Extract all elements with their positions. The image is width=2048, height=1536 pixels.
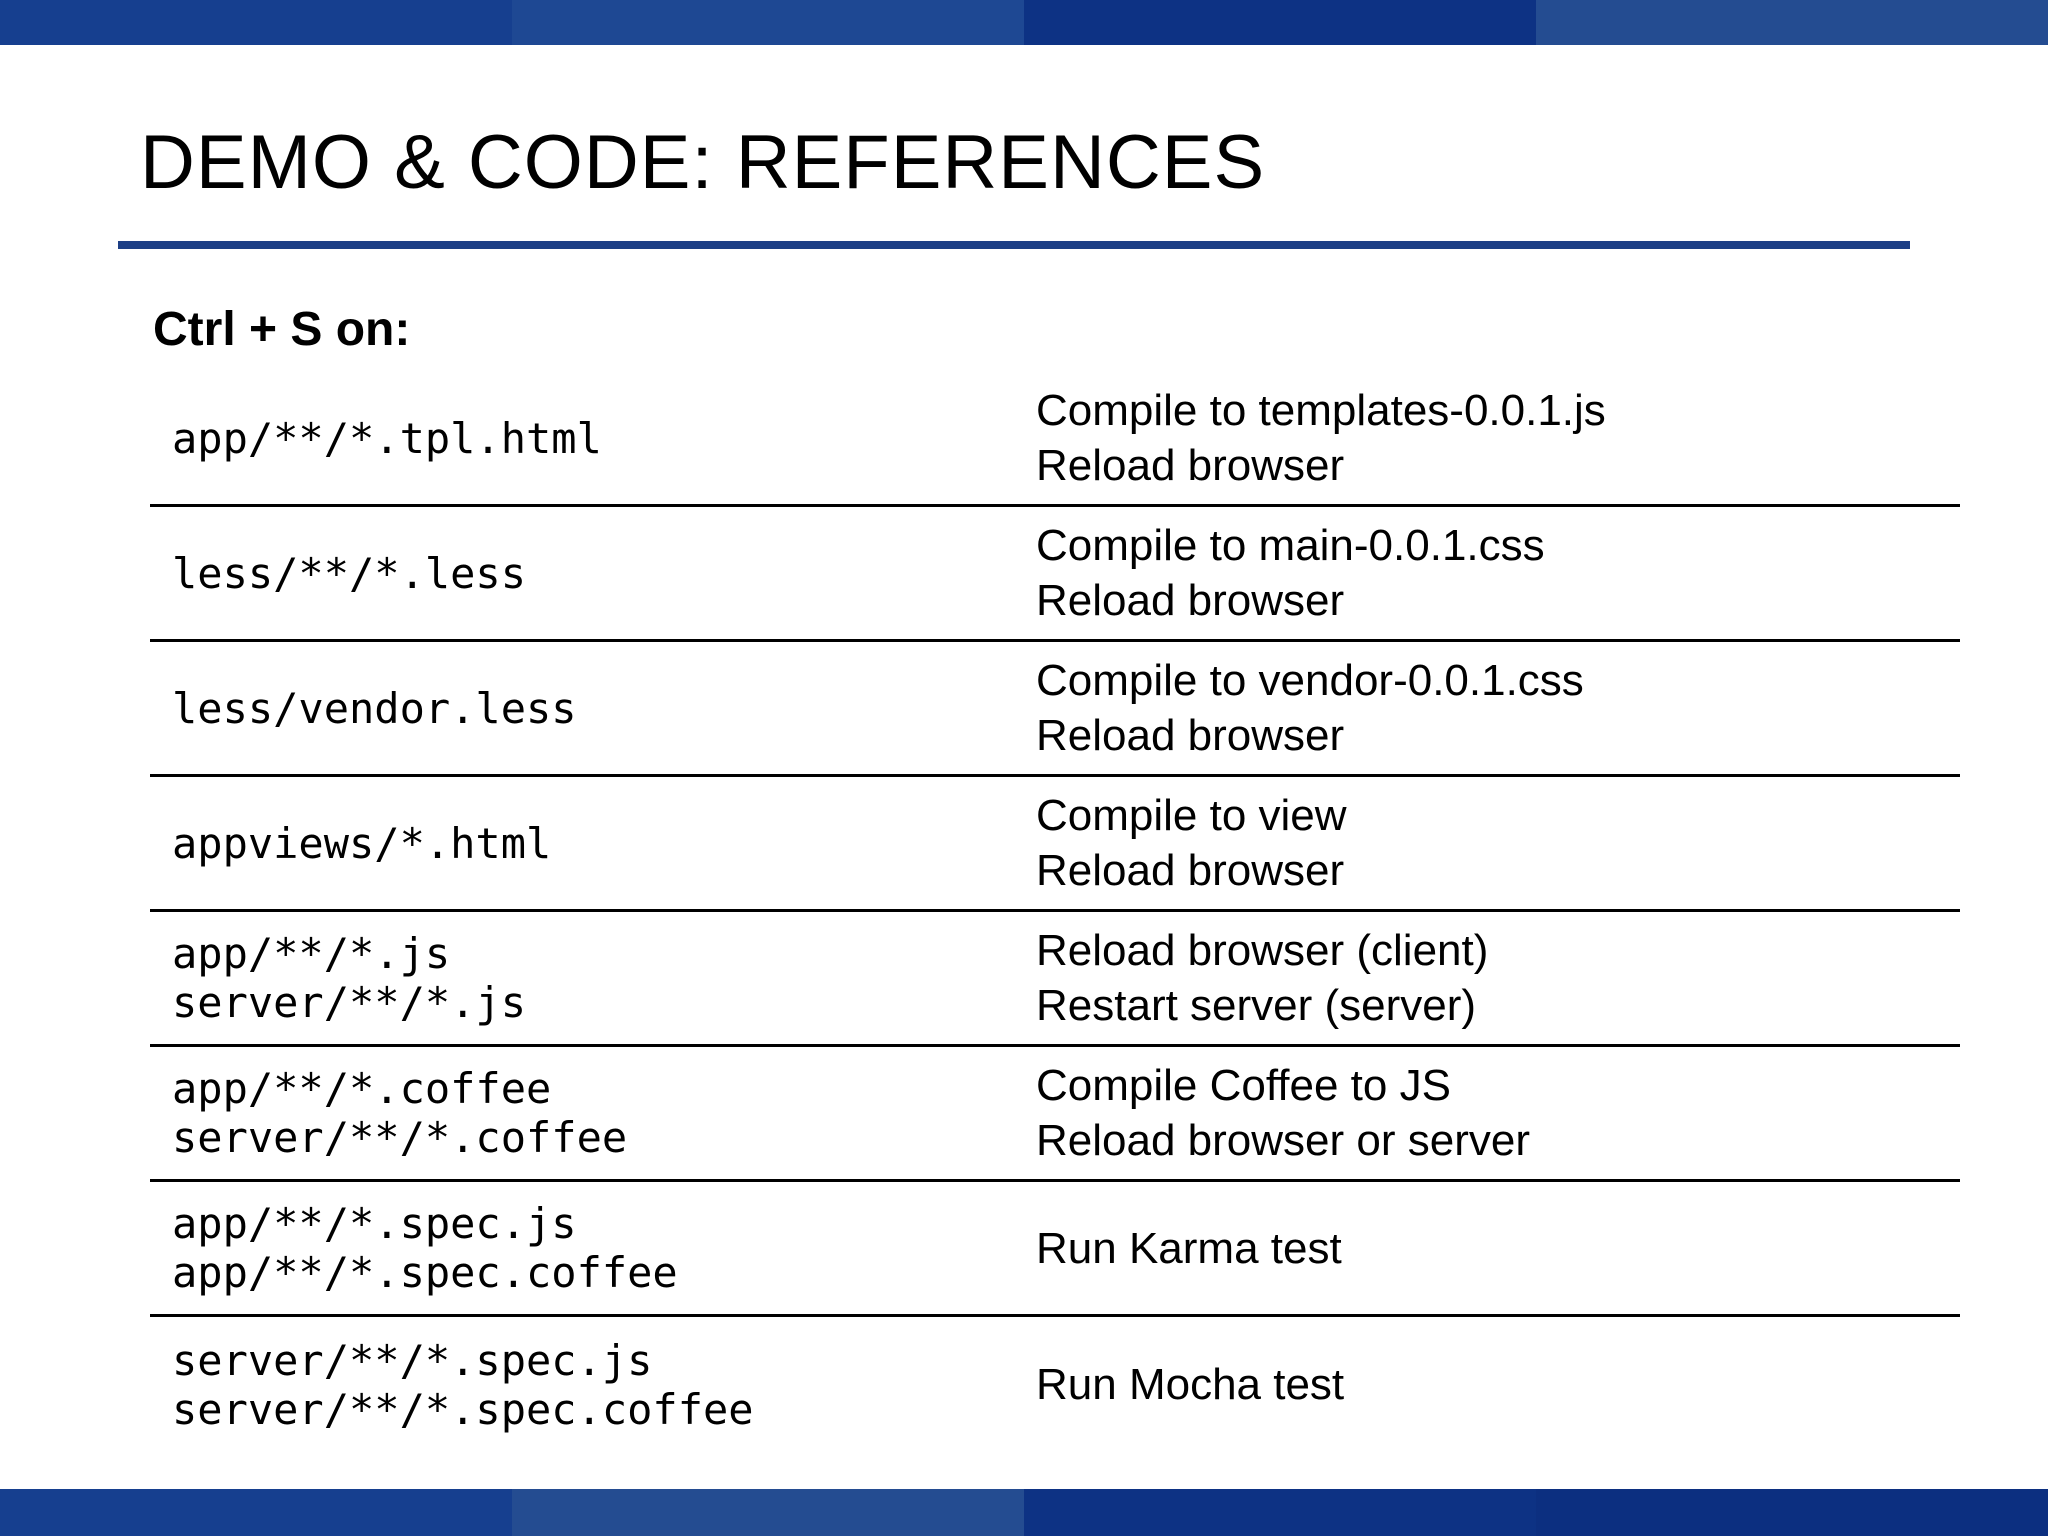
bottom-band-segment <box>1024 1489 1536 1536</box>
file-pattern: server/**/*.js <box>172 978 527 1027</box>
reference-table: app/**/*.tpl.html Compile to templates-0.… <box>150 372 1960 1452</box>
file-pattern: app/**/*.spec.coffee <box>172 1248 678 1297</box>
action-text: Reload browser (client) <box>1036 926 1489 975</box>
section-label: Ctrl + S on: <box>153 303 411 356</box>
action-text: Compile to view <box>1036 791 1347 840</box>
slide-title: DEMO & CODE: REFERENCES <box>140 120 1266 205</box>
top-band-segment <box>1024 0 1536 45</box>
file-pattern: less/vendor.less <box>172 683 577 733</box>
title-underline <box>118 241 1910 249</box>
action-text: Reload browser or server <box>1036 1116 1530 1165</box>
bottom-band-segment <box>512 1489 1024 1536</box>
action-text: Compile to main-0.0.1.css <box>1036 521 1545 570</box>
action-text: Reload browser <box>1036 711 1345 760</box>
action-cell: Run Mocha test <box>1036 1317 1956 1452</box>
action-text: Run Karma test <box>1036 1223 1342 1273</box>
action-cell: Compile Coffee to JS Reload browser or se… <box>1036 1047 1956 1179</box>
file-pattern-cell: app/**/*.tpl.html <box>172 372 1012 504</box>
top-band-segment <box>512 0 1024 45</box>
file-pattern: server/**/*.spec.js <box>172 1335 653 1385</box>
file-pattern: appviews/*.html <box>172 818 552 868</box>
bottom-band-segment <box>1536 1489 2048 1536</box>
action-text: Reload browser <box>1036 576 1345 625</box>
bottom-band-segment <box>0 1489 512 1536</box>
action-cell: Reload browser (client) Restart server (s… <box>1036 912 1956 1044</box>
action-text: Reload browser <box>1036 441 1345 490</box>
action-text: Compile to templates-0.0.1.js <box>1036 386 1606 435</box>
table-row: less/vendor.less Compile to vendor-0.0.1.… <box>150 642 1960 777</box>
table-row: app/**/*.tpl.html Compile to templates-0.… <box>150 372 1960 507</box>
action-text: Compile to vendor-0.0.1.css <box>1036 656 1584 705</box>
file-pattern: server/**/*.spec.coffee <box>172 1384 754 1434</box>
action-text: Reload browser <box>1036 846 1345 895</box>
file-pattern: app/**/*.js <box>172 929 451 978</box>
action-cell: Run Karma test <box>1036 1182 1956 1314</box>
file-pattern: less/**/*.less <box>172 548 527 598</box>
action-text: Compile Coffee to JS <box>1036 1061 1451 1110</box>
file-pattern: app/**/*.coffee <box>172 1064 552 1113</box>
top-band-segment <box>1536 0 2048 45</box>
file-pattern-cell: appviews/*.html <box>172 777 1012 909</box>
file-pattern-cell: less/vendor.less <box>172 642 1012 774</box>
file-pattern: server/**/*.coffee <box>172 1113 628 1162</box>
top-color-band <box>0 0 2048 45</box>
file-pattern-cell: less/**/*.less <box>172 507 1012 639</box>
bottom-color-band <box>0 1489 2048 1536</box>
file-pattern: app/**/*.tpl.html <box>172 413 602 463</box>
top-band-segment <box>0 0 512 45</box>
action-text: Run Mocha test <box>1036 1360 1345 1409</box>
action-text: Restart server (server) <box>1036 981 1477 1030</box>
file-pattern: app/**/*.spec.js <box>172 1199 577 1248</box>
